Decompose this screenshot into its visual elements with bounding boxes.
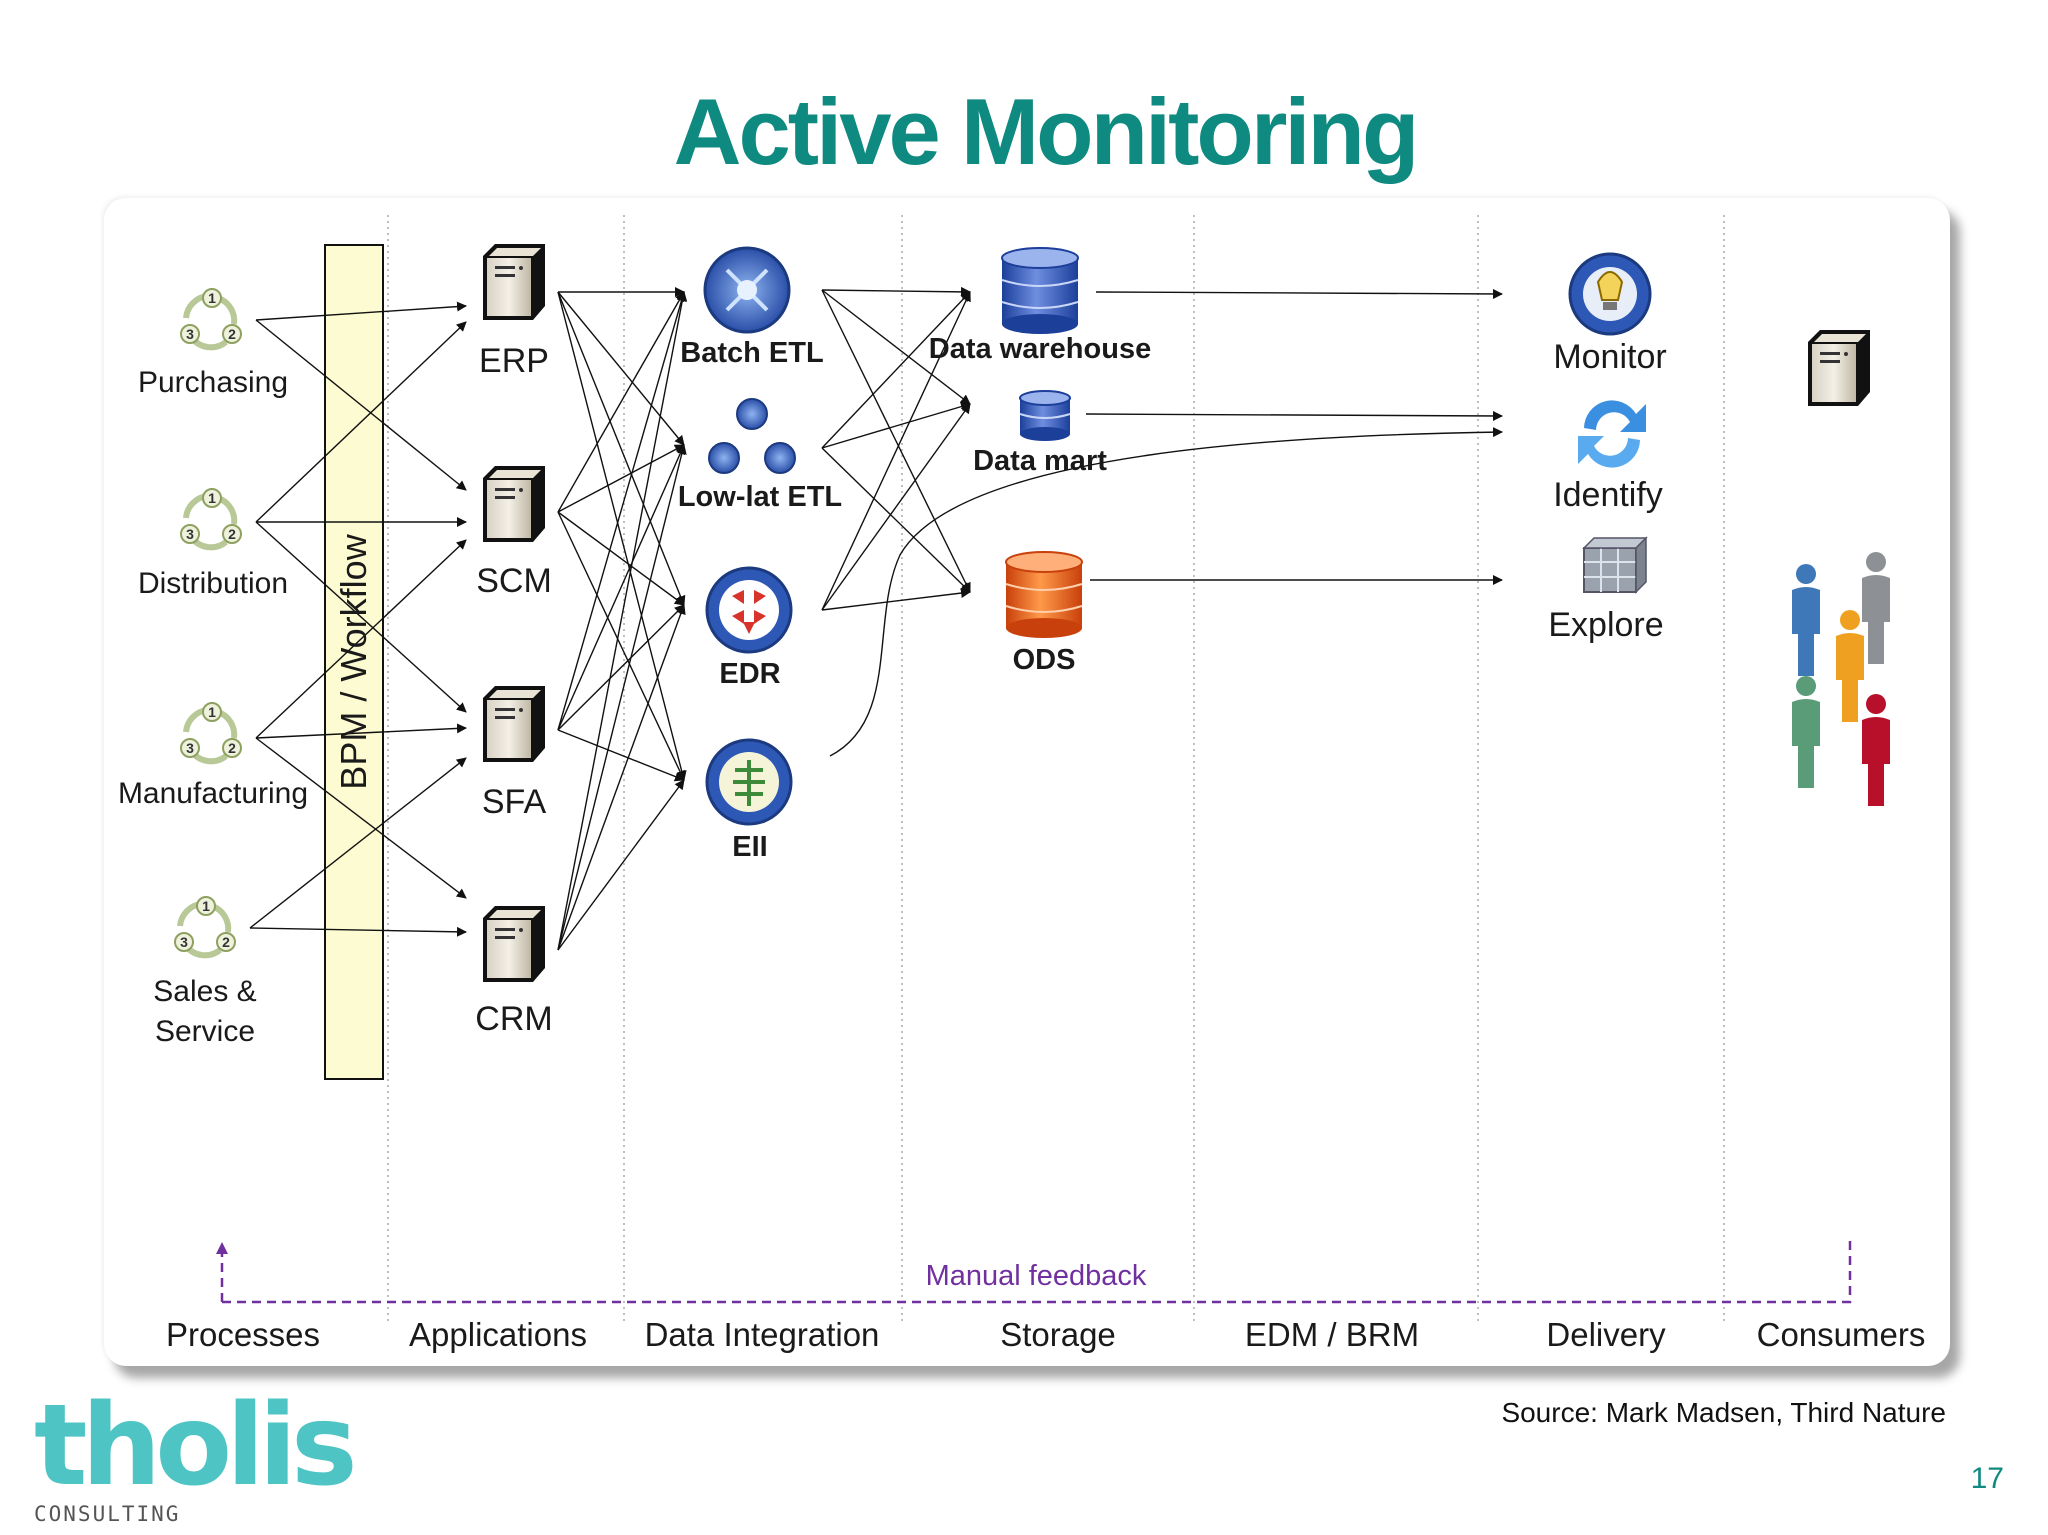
server-icon: [483, 466, 545, 542]
bpm-workflow-bar: [324, 244, 384, 1080]
page-title: Active Monitoring: [673, 79, 1420, 184]
source-citation: Source: Mark Madsen, Third Nature: [1501, 1397, 1946, 1428]
column-data-integration: Data Integration: [645, 1316, 880, 1353]
database-icon: [1001, 247, 1079, 334]
server-icon: [483, 906, 545, 982]
bpm-workflow-label: BPM / Workflow: [333, 533, 374, 789]
storage-data-warehouse: Data warehouse: [929, 333, 1151, 365]
integration-batch-etl: Batch ETL: [680, 337, 823, 369]
process-cycle-icon: [181, 489, 241, 547]
app-sfa: SFA: [482, 783, 547, 821]
database-icon: [1005, 551, 1083, 638]
batch-etl-icon: [703, 246, 791, 334]
process-cycle-icon: [181, 289, 241, 347]
integration-storage-connections: [821, 286, 971, 611]
process-app-connections: [249, 301, 467, 937]
process-purchasing: Purchasing: [138, 366, 288, 399]
storage-data-mart: Data mart: [973, 445, 1107, 477]
identify-icon: [1578, 400, 1646, 468]
integration-eii: EII: [732, 831, 767, 863]
manual-feedback-loop: Manual feedback: [216, 1240, 1852, 1304]
edr-icon: [705, 566, 793, 654]
process-cycle-icon: [175, 897, 235, 955]
column-separators: [387, 215, 1725, 1322]
integration-edr: EDR: [719, 658, 780, 690]
eii-icon: [705, 738, 793, 826]
app-erp: ERP: [479, 342, 549, 380]
column-delivery: Delivery: [1546, 1316, 1666, 1353]
column-storage: Storage: [1000, 1316, 1116, 1353]
server-icon: [483, 244, 545, 320]
process-cycle-icon: [181, 703, 241, 761]
delivery-explore: Explore: [1548, 606, 1663, 644]
storage-ods: ODS: [1013, 644, 1076, 676]
process-distribution: Distribution: [138, 567, 288, 600]
page-number: 17: [1970, 1462, 2004, 1495]
storage-delivery-connections: [829, 288, 1503, 757]
process-service: Service: [155, 1015, 255, 1048]
app-scm: SCM: [476, 562, 552, 600]
column-processes: Processes: [166, 1316, 320, 1353]
integration-low-lat-etl: Low-lat ETL: [678, 481, 842, 513]
column-applications: Applications: [409, 1316, 587, 1353]
process-manufacturing: Manufacturing: [118, 777, 308, 810]
delivery-identify: Identify: [1553, 476, 1663, 514]
database-icon: [1019, 390, 1071, 441]
monitor-icon: [1568, 252, 1652, 336]
people-icon: [1792, 552, 1890, 806]
delivery-monitor: Monitor: [1553, 338, 1666, 376]
process-sales: Sales &: [153, 975, 256, 1008]
column-consumers: Consumers: [1757, 1316, 1926, 1353]
column-edm-brm: EDM / BRM: [1245, 1316, 1419, 1353]
app-crm: CRM: [475, 1000, 552, 1038]
server-icon: [1808, 330, 1870, 406]
low-lat-etl-icon: [708, 398, 796, 474]
logo-wordmark: tholis: [34, 1381, 358, 1511]
manual-feedback-label: Manual feedback: [926, 1260, 1147, 1292]
app-integration-connections: [557, 287, 688, 951]
column-labels: Processes Applications Data Integration …: [166, 1316, 1925, 1353]
tholis-logo: tholis CONSULTING: [34, 1381, 358, 1526]
explore-icon: [1582, 536, 1648, 594]
logo-subtitle: CONSULTING: [34, 1502, 181, 1526]
server-icon: [483, 686, 545, 762]
